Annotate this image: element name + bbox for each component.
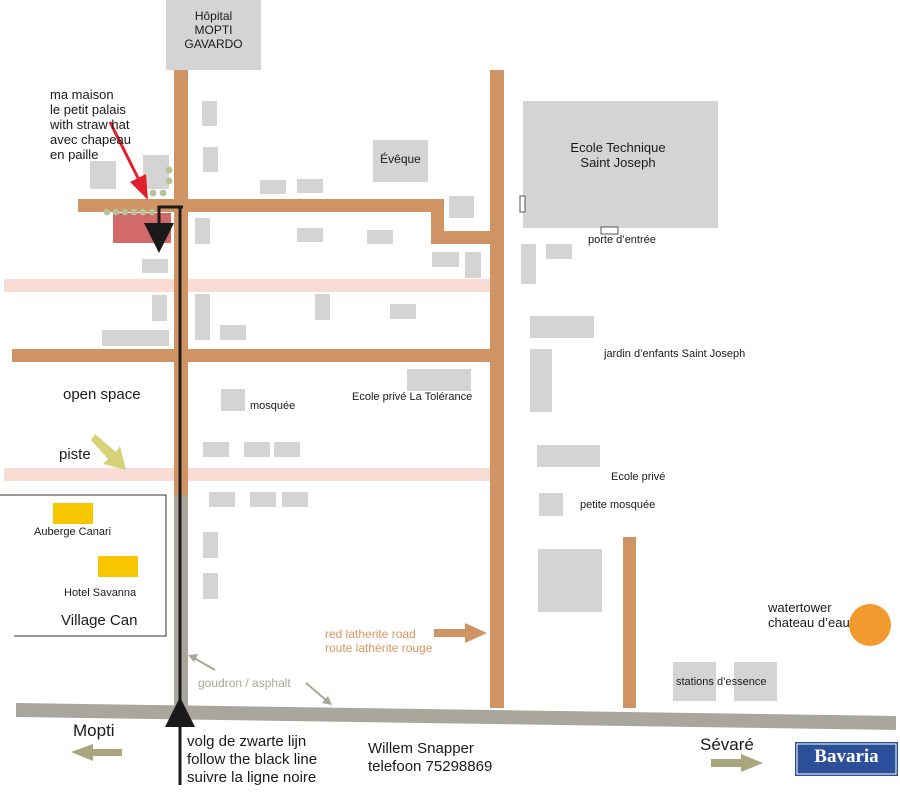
asphalt-main-road: [16, 703, 896, 730]
eveque-building: [373, 140, 428, 182]
building: [390, 304, 416, 319]
auberge-canari-building: [53, 503, 93, 524]
home-pointer-arrowhead: [130, 174, 148, 200]
building: [202, 101, 217, 126]
building: [203, 442, 229, 457]
goudron-arrowhead-right: [322, 696, 332, 705]
watertower-label: watertower chateau d’eau: [768, 600, 850, 630]
goudron-label: goudron / asphalt: [198, 676, 291, 690]
contact-label: Willem Snapper telefoon 75298869: [368, 740, 493, 775]
petite-mosquee-label: petite mosquée: [580, 499, 656, 511]
ecole-technique-label: Ecole Technique Saint Joseph: [570, 140, 666, 170]
building: [244, 442, 270, 457]
station-building: [673, 662, 716, 701]
porte-label: porte d’entrée: [588, 234, 656, 246]
building: [143, 155, 169, 189]
building: [367, 230, 393, 244]
mosquee-label: mosquée: [250, 400, 296, 412]
building: [260, 180, 286, 194]
building: [274, 442, 300, 457]
building: [521, 244, 536, 284]
jardin-label: jardin d’enfants Saint Joseph: [604, 348, 746, 360]
eveque-label: Évêque: [380, 152, 421, 166]
laterite-roads: [12, 70, 636, 708]
road-horizontal-north: [78, 199, 443, 212]
building: [220, 325, 246, 340]
building: [282, 492, 308, 507]
mopti-label: Mopti: [73, 721, 115, 740]
piste-arrow: [91, 434, 126, 470]
building: [250, 492, 276, 507]
red-road-label: red latherite road route lathérite rouge: [325, 627, 433, 655]
building: [203, 532, 218, 558]
follow-line-label: volg de zwarte lijn follow the black lin…: [187, 733, 318, 786]
mosque-building: [221, 389, 245, 411]
red-road-arrow: [434, 623, 487, 643]
building: [297, 228, 323, 242]
building: [432, 252, 459, 267]
goudron-arrowhead-left: [188, 654, 198, 662]
building: [203, 573, 218, 599]
ecole-tolerance-label: Ecole privé La Tolérance: [352, 391, 473, 403]
hospital-label: Hôpital MOPTI GAVARDO: [184, 9, 243, 51]
building: [152, 295, 167, 321]
building: [530, 316, 594, 338]
village-label: Village Can: [61, 612, 138, 629]
building: [209, 492, 235, 507]
building: [315, 294, 330, 320]
station-building: [734, 662, 777, 701]
trees: [103, 166, 173, 216]
building: [297, 179, 323, 193]
ecole-technique-building: [523, 101, 718, 228]
gate-marker: [519, 195, 526, 213]
road-horizontal-middle: [12, 349, 492, 362]
watertower-circle: [849, 604, 891, 646]
bavaria-logo-inner: [796, 743, 897, 775]
road-vertical-middle: [490, 70, 504, 708]
building: [102, 330, 169, 346]
goudron-arrow-right: [305, 682, 327, 701]
building: [90, 161, 116, 189]
home-pointer-arrow: [108, 121, 140, 179]
open-space-label: open space: [63, 386, 141, 403]
sevare-arrow: [711, 754, 763, 772]
building: [142, 259, 168, 273]
building: [449, 196, 474, 218]
village-can-border: [0, 494, 167, 637]
piste-label: piste: [59, 446, 91, 463]
petite-mosquee-building: [539, 493, 563, 516]
building: [546, 244, 572, 259]
building: [203, 147, 218, 172]
building: [537, 445, 600, 467]
hotel-label: Hotel Savanna: [64, 587, 137, 599]
ecole-prive-label: Ecole privé: [611, 471, 666, 483]
mopti-arrow: [71, 744, 122, 761]
home-label: ma maison le petit palais with straw hat…: [50, 87, 131, 162]
building: [195, 294, 210, 340]
auberge-label: Auberge Canari: [34, 526, 112, 538]
sevare-label: Sévaré: [700, 735, 754, 754]
bavaria-logo-text: Bavaria: [814, 746, 879, 767]
road-vertical-east: [623, 537, 636, 708]
building: [195, 218, 210, 244]
piste-upper: [4, 279, 492, 292]
route-line-to-house: [144, 205, 182, 253]
gate-marker: [600, 226, 619, 235]
goudron-arrow-left: [193, 657, 216, 671]
road-connector-horizontal: [431, 231, 504, 244]
piste-lower: [4, 468, 492, 481]
hospital-building: [166, 0, 261, 70]
home-house: [113, 213, 171, 243]
hotel-savanna-building: [98, 556, 138, 577]
stations-label: stations d’essence: [676, 676, 767, 688]
building: [465, 252, 481, 278]
building: [530, 349, 552, 412]
bavaria-logo-bg: [795, 742, 898, 776]
buildings: [90, 101, 777, 701]
ecole-tolerance-building: [407, 369, 471, 391]
building: [538, 549, 602, 612]
